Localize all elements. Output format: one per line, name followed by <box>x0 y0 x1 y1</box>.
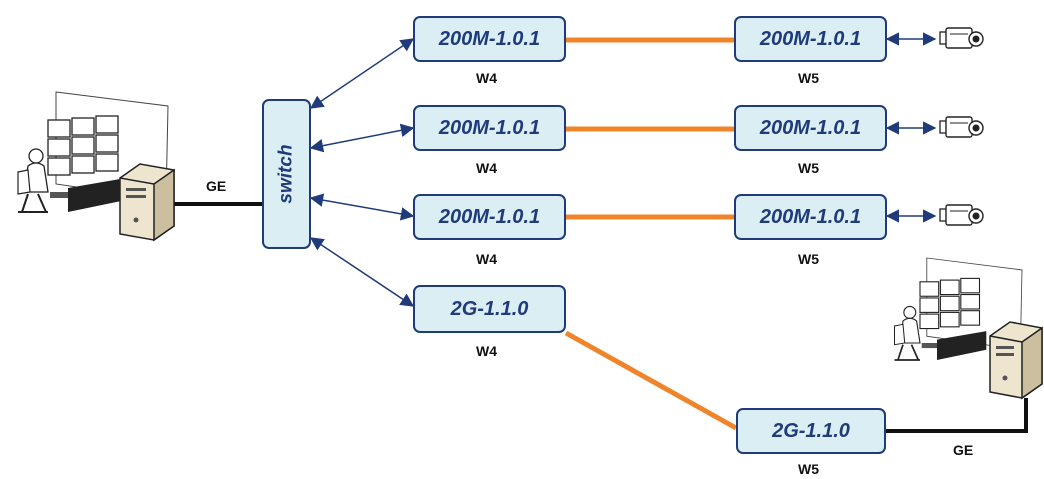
device-w5-row3[interactable]: 200M-1.0.1 <box>734 194 887 240</box>
device-w5-row1[interactable]: 200M-1.0.1 <box>734 16 887 62</box>
wireless-link-row4 <box>564 330 738 431</box>
device-label: 2G-1.1.0 <box>450 297 529 320</box>
device-w5-row2[interactable]: 200M-1.0.1 <box>734 105 887 151</box>
device-w4-row4[interactable]: 2G-1.1.0 <box>413 285 566 333</box>
device-sublabel: W5 <box>798 160 819 176</box>
ge-label-right: GE <box>953 442 974 458</box>
security-camera-icon <box>939 116 984 138</box>
device-w5-row4[interactable]: 2G-1.1.0 <box>736 408 886 454</box>
switch-link-row2 <box>309 123 415 153</box>
device-label: 200M-1.0.1 <box>759 116 862 139</box>
device-w4-row2[interactable]: 200M-1.0.1 <box>413 105 566 151</box>
device-label: 200M-1.0.1 <box>759 205 862 228</box>
device-sublabel: W4 <box>476 160 497 176</box>
ge-label-left: GE <box>206 178 227 194</box>
device-label: 200M-1.0.1 <box>438 116 541 139</box>
device-w4-row3[interactable]: 200M-1.0.1 <box>413 194 566 240</box>
switch-label: switch <box>275 144 297 204</box>
switch-node[interactable]: switch <box>262 99 311 249</box>
server-tower-icon <box>119 163 175 242</box>
ge-link-right <box>886 398 1028 433</box>
device-label: 200M-1.0.1 <box>438 27 541 50</box>
device-sublabel: W4 <box>476 251 497 267</box>
server-tower-icon <box>989 321 1043 400</box>
device-sublabel: W4 <box>476 343 497 359</box>
device-sublabel: W5 <box>798 70 819 86</box>
security-camera-icon <box>939 27 984 49</box>
device-label: 200M-1.0.1 <box>438 205 541 228</box>
security-camera-icon <box>939 204 984 226</box>
switch-link-row1 <box>309 38 415 109</box>
switch-link-row3 <box>309 193 415 221</box>
device-sublabel: W5 <box>798 461 819 477</box>
operator-workstation-icon <box>893 257 1023 361</box>
switch-link-row4 <box>309 237 415 307</box>
device-label: 2G-1.1.0 <box>772 419 850 442</box>
device-label: 200M-1.0.1 <box>759 27 862 50</box>
device-sublabel: W4 <box>476 70 497 86</box>
device-w4-row1[interactable]: 200M-1.0.1 <box>413 16 566 62</box>
device-sublabel: W5 <box>798 251 819 267</box>
